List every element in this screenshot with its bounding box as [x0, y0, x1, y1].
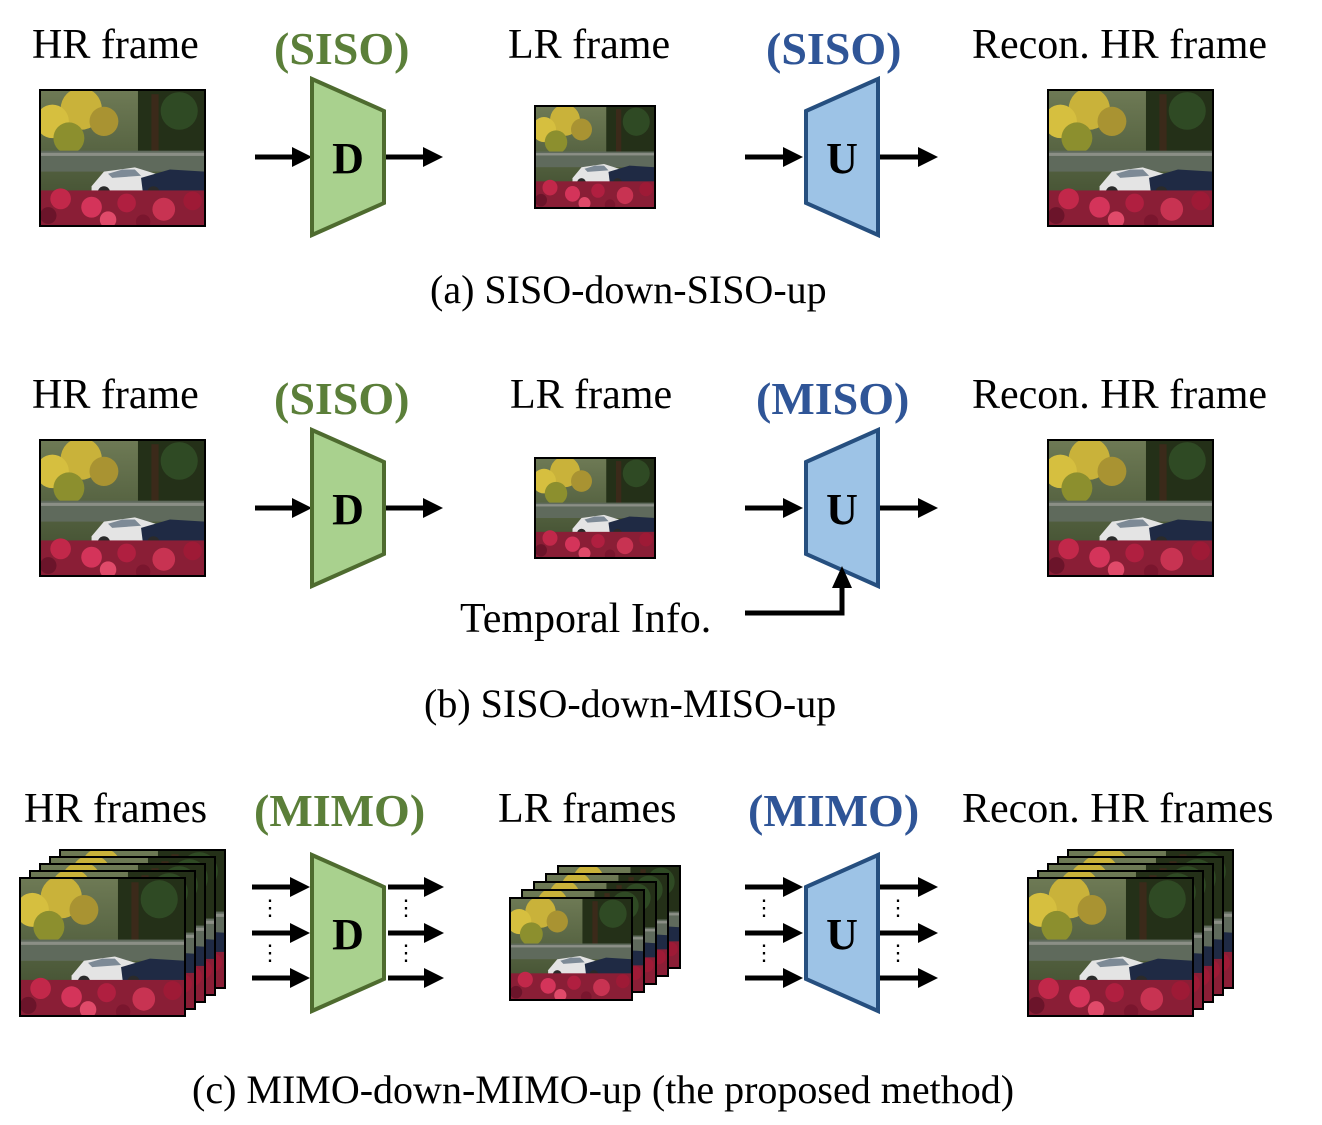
dots-out-down-c-0: ⋮ — [395, 895, 417, 920]
arrow-out-down-a-head — [423, 147, 443, 167]
recon-frame-label-a: Recon. HR frame — [972, 22, 1268, 68]
down-block-b-letter: D — [332, 485, 364, 534]
arrow-in-up-a-head — [783, 147, 803, 167]
lr-frame-label-b: LR frame — [510, 372, 673, 418]
arrow-in-up-c-0-head — [783, 877, 803, 897]
arrow-in-up-b-head — [783, 498, 803, 518]
down-block-b — [310, 426, 386, 590]
arrow-in-up-c-1-head — [783, 923, 803, 943]
arrow-out-up-c-1-head — [918, 923, 938, 943]
hr-frames-stack-0 — [20, 878, 185, 1016]
up-block-a — [804, 75, 880, 239]
lr-frames-label-c: LR frames — [498, 786, 677, 832]
lr-frame-a-border — [534, 105, 656, 209]
hr-frame-a-border — [39, 89, 206, 227]
temporal-connector-head — [832, 566, 852, 588]
hr-frame-b — [40, 440, 205, 576]
hr-frame-a — [40, 90, 205, 226]
caption-a: (a) SISO-down-SISO-up — [430, 267, 827, 312]
lr-frame-label-a: LR frame — [508, 22, 671, 68]
recon-frame-b — [1048, 440, 1213, 576]
arrow-in-down-a-head — [292, 147, 312, 167]
arrow-in-down-c-2-head — [290, 968, 310, 988]
arrow-in-down-c-0-head — [290, 877, 310, 897]
lr-frames-stack-0-border — [509, 897, 633, 1001]
down-tag-c: (MIMO) — [254, 785, 426, 836]
arrow-out-down-c-1-head — [424, 923, 444, 943]
caption-c: (c) MIMO-down-MIMO-up (the proposed meth… — [192, 1067, 1015, 1112]
arrow-out-up-b-head — [918, 498, 938, 518]
hr-frame-label-b: HR frame — [32, 372, 199, 418]
recon-frame-b-border — [1047, 439, 1214, 577]
dots-out-up-c-1: ⋮ — [887, 940, 909, 965]
dots-in-up-c-0: ⋮ — [753, 895, 775, 920]
up-tag-b: (MISO) — [756, 373, 910, 424]
down-tag-b: (SISO) — [274, 373, 410, 424]
recon-frame-a — [1048, 90, 1213, 226]
down-block-a — [310, 75, 386, 239]
up-block-b — [804, 426, 880, 590]
up-block-b-letter: U — [826, 485, 858, 534]
dots-in-down-c-0: ⋮ — [259, 895, 281, 920]
down-block-c-letter: D — [332, 910, 364, 959]
dots-out-down-c-1: ⋮ — [395, 940, 417, 965]
arrow-out-up-c-2-head — [918, 968, 938, 988]
up-tag-a: (SISO) — [766, 23, 902, 74]
hr-frames-label-c: HR frames — [24, 786, 208, 832]
arrow-out-down-c-2-head — [424, 968, 444, 988]
recon-frames-stack-0 — [1028, 878, 1193, 1016]
lr-frame-a — [535, 106, 655, 208]
temporal-connector — [745, 586, 845, 616]
arrow-out-down-b-head — [423, 498, 443, 518]
arrow-in-up-c-2-head — [783, 968, 803, 988]
down-tag-a: (SISO) — [274, 23, 410, 74]
dots-in-up-c-1: ⋮ — [753, 940, 775, 965]
temporal-info-label: Temporal Info. — [460, 596, 712, 642]
lr-frames-stack-0 — [510, 898, 632, 1000]
arrow-in-down-c-1-head — [290, 923, 310, 943]
hr-frame-b-border — [39, 439, 206, 577]
down-block-c — [310, 851, 386, 1015]
dots-out-up-c-0: ⋮ — [887, 895, 909, 920]
up-block-c — [804, 851, 880, 1015]
arrow-out-up-c-0-head — [918, 877, 938, 897]
up-block-c-letter: U — [826, 910, 858, 959]
arrow-out-up-a-head — [918, 147, 938, 167]
hr-frames-stack-0-border — [19, 877, 186, 1017]
up-tag-c: (MIMO) — [748, 785, 920, 836]
hr-frame-label-a: HR frame — [32, 22, 199, 68]
up-block-a-letter: U — [826, 134, 858, 183]
arrow-out-down-c-0-head — [424, 877, 444, 897]
caption-b: (b) SISO-down-MISO-up — [424, 681, 837, 726]
recon-frames-label-c: Recon. HR frames — [962, 786, 1274, 832]
down-block-a-letter: D — [332, 134, 364, 183]
lr-frame-b — [535, 458, 655, 558]
recon-frames-stack-0-border — [1027, 877, 1194, 1017]
lr-frame-b-border — [534, 457, 656, 559]
recon-frame-a-border — [1047, 89, 1214, 227]
recon-frame-label-b: Recon. HR frame — [972, 372, 1268, 418]
arrow-in-down-b-head — [292, 498, 312, 518]
dots-in-down-c-1: ⋮ — [259, 940, 281, 965]
